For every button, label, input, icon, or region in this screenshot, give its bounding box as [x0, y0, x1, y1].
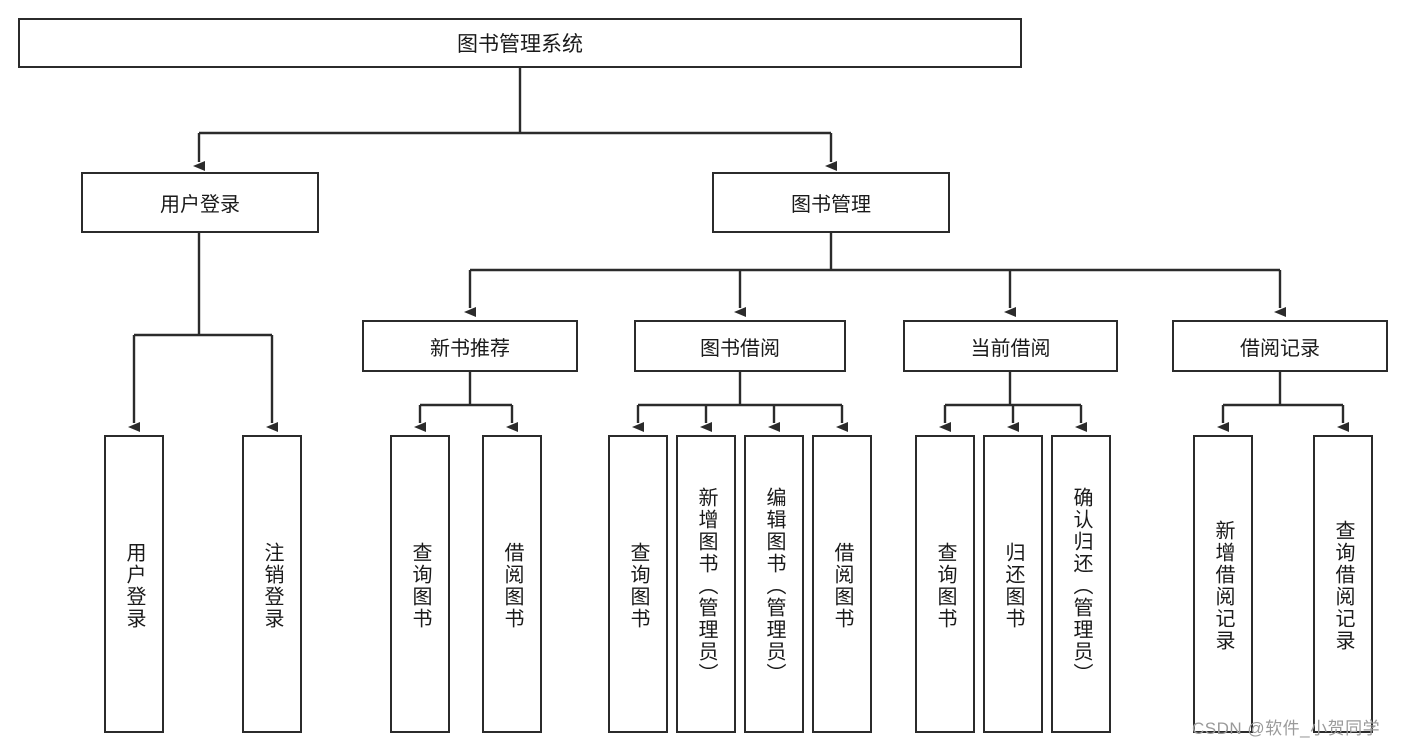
node-leaf-borrow-book-1-label: 借阅图书: [501, 542, 523, 630]
node-book-management-label: 图书管理: [791, 194, 871, 216]
node-new-book-recommend-label: 新书推荐: [430, 337, 510, 360]
node-leaf-borrow-book-2[interactable]: 借阅图书: [812, 435, 872, 733]
node-leaf-borrow-book-1[interactable]: 借阅图书: [482, 435, 542, 733]
node-borrow-record-label: 借阅记录: [1240, 337, 1320, 360]
node-leaf-add-book[interactable]: 新增图书（管理员）: [676, 435, 736, 733]
node-borrow-record[interactable]: 借阅记录: [1172, 320, 1388, 372]
node-leaf-edit-book[interactable]: 编辑图书（管理员）: [744, 435, 804, 733]
node-leaf-query-record-label: 查询借阅记录: [1332, 520, 1354, 652]
node-leaf-return-book-label: 归还图书: [1002, 542, 1024, 630]
csdn-watermark: CSDN @软件_小贺同学: [1192, 719, 1381, 738]
node-leaf-add-book-label: 新增图书（管理员）: [695, 487, 717, 685]
node-book-borrow[interactable]: 图书借阅: [634, 320, 846, 372]
node-leaf-query-record[interactable]: 查询借阅记录: [1313, 435, 1373, 733]
node-new-book-recommend[interactable]: 新书推荐: [362, 320, 578, 372]
node-leaf-user-login-label: 用户登录: [123, 542, 145, 630]
node-leaf-query-book-2[interactable]: 查询图书: [608, 435, 668, 733]
node-leaf-query-book-1-label: 查询图书: [409, 542, 431, 630]
node-leaf-user-login[interactable]: 用户登录: [104, 435, 164, 733]
node-root[interactable]: 图书管理系统: [18, 18, 1022, 68]
node-current-borrow[interactable]: 当前借阅: [903, 320, 1118, 372]
node-leaf-confirm-return-label: 确认归还（管理员）: [1070, 487, 1092, 685]
node-leaf-edit-book-label: 编辑图书（管理员）: [763, 487, 785, 685]
node-leaf-query-book-3-label: 查询图书: [934, 542, 956, 630]
node-leaf-confirm-return[interactable]: 确认归还（管理员）: [1051, 435, 1111, 733]
node-book-borrow-label: 图书借阅: [700, 337, 780, 360]
node-current-borrow-label: 当前借阅: [970, 337, 1051, 360]
node-leaf-query-book-3[interactable]: 查询图书: [915, 435, 975, 733]
node-leaf-add-record[interactable]: 新增借阅记录: [1193, 435, 1253, 733]
node-leaf-borrow-book-2-label: 借阅图书: [831, 542, 853, 630]
node-leaf-return-book[interactable]: 归还图书: [983, 435, 1043, 733]
node-leaf-logout-label: 注销登录: [261, 542, 283, 630]
node-book-management[interactable]: 图书管理: [712, 172, 950, 233]
node-leaf-query-book-1[interactable]: 查询图书: [390, 435, 450, 733]
node-leaf-query-book-2-label: 查询图书: [627, 542, 649, 630]
node-user-login[interactable]: 用户登录: [81, 172, 319, 233]
node-user-login-label: 用户登录: [160, 194, 240, 216]
node-leaf-add-record-label: 新增借阅记录: [1212, 520, 1234, 652]
node-root-label: 图书管理系统: [457, 33, 583, 56]
node-leaf-logout[interactable]: 注销登录: [242, 435, 302, 733]
